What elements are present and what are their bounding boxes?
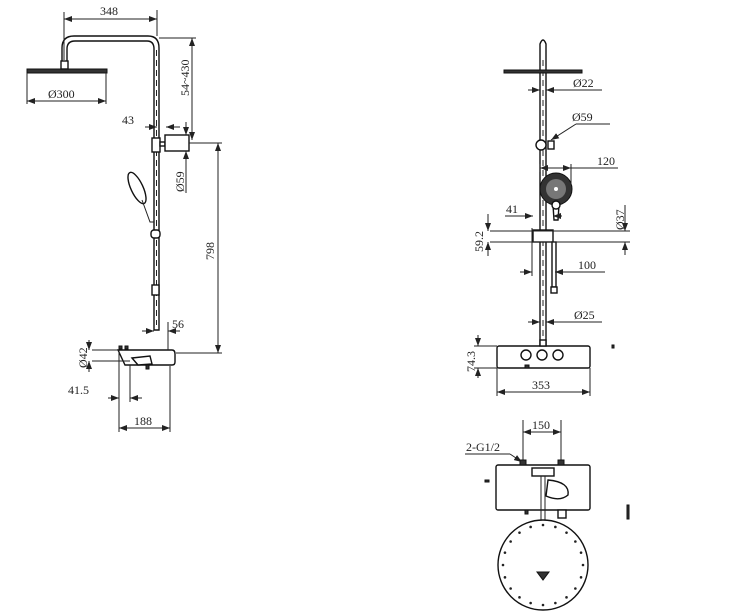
- rain-head-top: [497, 519, 589, 611]
- nozzle-dot: [509, 540, 512, 543]
- dim-valve-depth: 188: [134, 414, 152, 428]
- dim-head-offset: 348: [100, 4, 118, 18]
- dim-spout-offset: 41.5: [68, 383, 89, 397]
- wall-bracket: [151, 134, 190, 153]
- shower-riser: [61, 35, 160, 331]
- dim-holder-diameter: Ø37: [613, 209, 627, 230]
- valve-body-top: [484, 459, 630, 520]
- dim-riser-offset: 56: [172, 317, 184, 331]
- dim-riser-top-diameter: Ø22: [573, 76, 594, 90]
- knob-right: [552, 349, 564, 361]
- dim-holder-offset: 41: [506, 202, 518, 216]
- dim-bracket-diameter: Ø59: [572, 110, 593, 124]
- side-view: 348 Ø300 54~430 43 Ø59 798 56 Ø42 41.5: [26, 4, 222, 432]
- thermostat-valve: [496, 339, 615, 369]
- thermostat-valve: [116, 345, 176, 370]
- nozzle-dot: [541, 603, 545, 607]
- knob-center: [536, 349, 548, 361]
- hand-shower: [539, 172, 573, 221]
- dim-bracket-to-valve: 798: [203, 242, 217, 260]
- nozzle-dot: [503, 551, 507, 554]
- knob-left: [520, 349, 532, 361]
- dim-bracket-diameter: Ø59: [173, 171, 187, 192]
- nozzle-dot: [554, 525, 557, 529]
- top-view: 150 2-G1/2: [465, 418, 630, 611]
- wall-bracket: [535, 139, 547, 151]
- nozzle-dot: [554, 601, 557, 605]
- nozzle-dot: [565, 531, 568, 534]
- nozzle-dot: [574, 540, 577, 543]
- dim-hand-shower-offset: 120: [597, 154, 615, 168]
- dim-head-diameter: Ø300: [48, 87, 75, 101]
- dim-valve-diameter: Ø42: [76, 347, 90, 368]
- nozzle-dot: [574, 587, 577, 590]
- dim-bracket-offset: 43: [122, 113, 134, 127]
- dim-valve-height: 74.3: [464, 351, 478, 372]
- hand-shower: [127, 171, 161, 296]
- dim-hose-offset: 100: [578, 258, 596, 272]
- rain-shower-head: [503, 69, 583, 74]
- nozzle-dot: [509, 587, 512, 590]
- nozzle-dot: [529, 525, 532, 529]
- dim-riser-diameter: Ø25: [574, 308, 595, 322]
- nozzle-dot: [541, 523, 545, 527]
- nozzle-dot: [581, 563, 585, 567]
- nozzle-dot: [529, 601, 532, 605]
- dim-holder-height: 59.2: [472, 231, 486, 252]
- nozzle-dot: [501, 563, 505, 567]
- nozzle-dot: [565, 596, 568, 599]
- dim-height-adjust: 54~430: [178, 60, 192, 97]
- nozzle-dot: [518, 596, 521, 599]
- nozzle-dot: [579, 576, 583, 579]
- dim-inlet-thread: 2-G1/2: [466, 440, 500, 454]
- dim-valve-width: 353: [532, 378, 550, 392]
- dim-inlet-spacing: 150: [532, 418, 550, 432]
- nozzle-dot: [503, 576, 507, 579]
- nozzle-dot: [579, 551, 583, 554]
- front-view: Ø22 Ø59 120 41 Ø37 59.2 100 Ø25 74.: [464, 39, 630, 396]
- nozzle-dot: [518, 531, 521, 534]
